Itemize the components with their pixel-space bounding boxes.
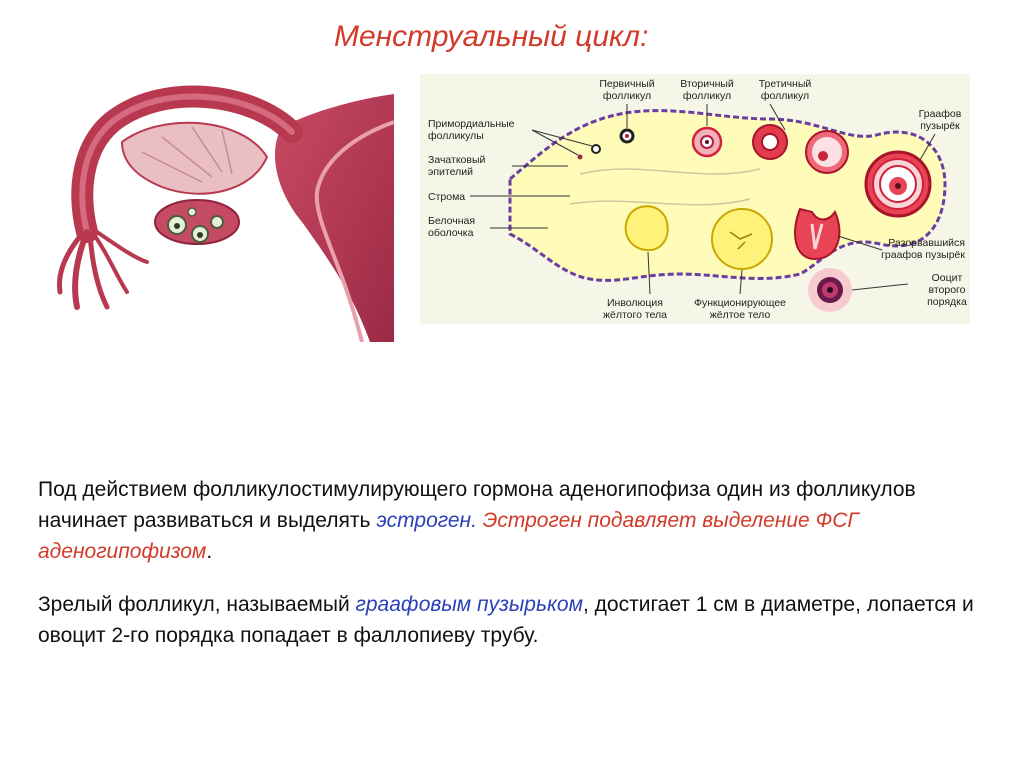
label-oocyte-1: Ооцит: [932, 272, 963, 284]
label-ruptured-2: граафов пузырёк: [881, 249, 965, 261]
label-involution-1: Инволюция: [607, 297, 663, 309]
label-secondary-2: фолликул: [683, 90, 731, 102]
body-text: Под действием фолликулостимулирующего го…: [38, 474, 988, 651]
uterus-illustration: [52, 82, 394, 342]
page-title: Менструальный цикл:: [334, 20, 648, 54]
label-stroma: Строма: [428, 191, 465, 203]
label-germinal-2: эпителий: [428, 166, 473, 178]
label-oocyte-2: второго: [929, 284, 966, 296]
label-graafian-2: пузырёк: [920, 120, 960, 132]
label-primary-1: Первичный: [599, 78, 654, 90]
label-primary-2: фолликул: [603, 90, 651, 102]
label-functioning-2: жёлтое тело: [710, 309, 771, 321]
estrogen-dot: .: [471, 509, 483, 532]
label-albuginea-2: оболочка: [428, 227, 474, 239]
paragraph-2: Зрелый фолликул, называемый граафовым пу…: [38, 589, 988, 651]
paragraph-1-end: .: [206, 540, 212, 563]
label-secondary-1: Вторичный: [680, 78, 734, 90]
label-primordial-1: Примордиальные: [428, 118, 515, 130]
label-tertiary-1: Третичный: [759, 78, 812, 90]
label-functioning-1: Функционирующее: [694, 297, 786, 309]
estrogen-term: эстроген: [376, 509, 471, 532]
label-primordial-2: фолликулы: [428, 130, 484, 142]
paragraph-1: Под действием фолликулостимулирующего го…: [38, 474, 988, 567]
label-albuginea-1: Белочная: [428, 215, 475, 227]
label-tertiary-2: фолликул: [761, 90, 809, 102]
label-ruptured-1: Разорвавшийся: [888, 237, 965, 249]
ovary-cycle-diagram: Примордиальные фолликулы Зачатковый эпит…: [420, 74, 970, 324]
graafian-term: граафовым пузырьком: [356, 593, 583, 616]
label-graafian-1: Граафов: [919, 108, 962, 120]
label-oocyte-3: порядка: [927, 296, 967, 308]
label-involution-2: жёлтого тела: [603, 309, 667, 321]
paragraph-2-text-start: Зрелый фолликул, называемый: [38, 593, 356, 616]
label-germinal-1: Зачатковый: [428, 154, 486, 166]
